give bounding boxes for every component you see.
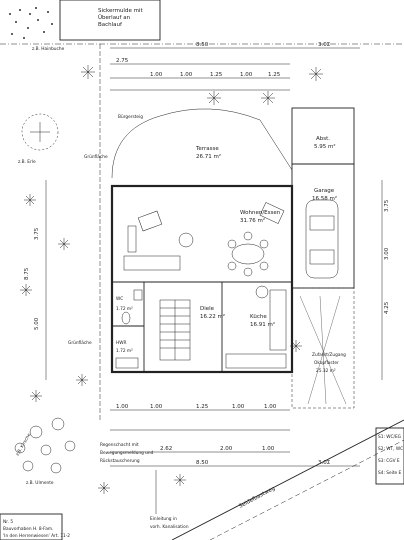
svg-text:2.62: 2.62 bbox=[160, 446, 172, 452]
terrasse-name: Terrasse bbox=[195, 146, 219, 152]
wc-name: WC bbox=[116, 296, 123, 302]
regen-line-2: Bewegungsmeldung und bbox=[100, 450, 154, 456]
grunflaeche-2: Grünfläche bbox=[68, 340, 92, 346]
legend-items: S1: WC/EG S2: WT, WC S3: CGV E S4: Seite… bbox=[378, 434, 403, 476]
zufahrt-label: Zufahrt/Zugang bbox=[312, 352, 346, 358]
svg-text:1.00: 1.00 bbox=[264, 404, 277, 410]
terrasse-area: 26.71 m² bbox=[196, 153, 221, 160]
living-furniture bbox=[123, 202, 285, 277]
svg-text:2.75: 2.75 bbox=[116, 58, 129, 64]
wc-area: 1.72 m² bbox=[116, 306, 133, 312]
svg-text:S3: CGV E: S3: CGV E bbox=[378, 458, 400, 464]
einleitung-1: Einleitung in bbox=[150, 516, 177, 522]
dim-top-right: 3.0Σ bbox=[318, 42, 331, 48]
svg-text:S1: WC/EG: S1: WC/EG bbox=[378, 434, 401, 440]
abst-name: Abst. bbox=[316, 136, 330, 142]
kueche-area: 16.91 m² bbox=[250, 321, 275, 328]
einleitung-2: vorh. Kanalisation bbox=[150, 524, 189, 530]
tree-label-ulmente: z.B. Ulmente bbox=[26, 480, 54, 486]
svg-text:1.00: 1.00 bbox=[150, 72, 163, 78]
dim-top-total: 8.50 bbox=[196, 42, 209, 48]
svg-text:1.00: 1.00 bbox=[150, 404, 163, 410]
dim-left-3: 5.00 bbox=[34, 317, 40, 330]
note-line-1: Sickermulde mit bbox=[98, 8, 143, 14]
svg-text:1.00: 1.00 bbox=[116, 404, 129, 410]
svg-text:1.25: 1.25 bbox=[210, 72, 223, 78]
tree-label-kirsche: z.B. Kirsche bbox=[15, 432, 33, 457]
svg-text:S4: Seite E: S4: Seite E bbox=[378, 470, 402, 476]
street-name: Seidelbastweg bbox=[238, 486, 276, 510]
hwr-name: HWR bbox=[116, 340, 126, 346]
dim-left-1: 8.75 bbox=[24, 267, 30, 280]
dim-bottom-total: 8.50 bbox=[196, 460, 209, 466]
dim-bottom-row-2: 2.62 2.00 1.00 bbox=[160, 446, 275, 452]
bau-line-1: Bauvorhaben H. 8-Fam. bbox=[3, 526, 53, 532]
zufahrt-area: 25.32 m² bbox=[316, 368, 336, 374]
svg-text:1.00: 1.00 bbox=[180, 72, 193, 78]
car-icon bbox=[305, 199, 339, 279]
dim-bottom-row-1: 1.00 1.00 1.25 1.00 1.00 bbox=[116, 404, 277, 410]
svg-text:1.00: 1.00 bbox=[232, 404, 245, 410]
svg-text:2.00: 2.00 bbox=[220, 446, 233, 452]
regen-line-3: Rückstauscherung bbox=[100, 458, 140, 464]
buergersteig-label: Bürgersteig bbox=[118, 114, 143, 120]
garage-name: Garage bbox=[314, 188, 335, 194]
wc-fixtures bbox=[115, 289, 143, 369]
dim-row-2: 2.75 1.00 1.00 1.25 1.00 1.25 bbox=[116, 58, 281, 78]
svg-text:1.25: 1.25 bbox=[268, 72, 281, 78]
sickermulde-box bbox=[59, 0, 161, 41]
kueche-name: Küche bbox=[250, 314, 267, 320]
grunflaeche-1: Grünfläche bbox=[84, 154, 108, 160]
street-edge bbox=[171, 419, 404, 540]
regen-line-1: Regenschacht mit bbox=[100, 442, 139, 448]
corner-num: Nr. 5 bbox=[3, 519, 13, 525]
garage-box bbox=[291, 163, 355, 289]
kitchen-counter bbox=[225, 285, 287, 369]
tree-label-hainbuche: z.B. Hainbuche bbox=[32, 46, 65, 52]
note-line-3: Bachlauf bbox=[98, 22, 123, 28]
bau-line-2: 'In den Herrenwiesen' Art. 11-2 bbox=[3, 533, 70, 539]
diele-name: Diele bbox=[200, 306, 215, 312]
tree-erle bbox=[21, 113, 59, 151]
zufahrt-sub: Okopflaster bbox=[314, 360, 339, 366]
svg-text:1.00: 1.00 bbox=[262, 446, 275, 452]
shrub-cluster-bottom bbox=[14, 417, 76, 474]
wohnen-name: Wohnen/Essen bbox=[240, 210, 281, 216]
tree-symbols bbox=[20, 65, 323, 494]
garden-arc bbox=[111, 108, 293, 179]
dim-right-3: 4.25 bbox=[384, 301, 390, 314]
note-line-2: Überlauf an bbox=[98, 14, 131, 21]
svg-text:1.25: 1.25 bbox=[196, 404, 209, 410]
hwr-area: 1.72 m² bbox=[116, 348, 133, 354]
title-box bbox=[0, 513, 63, 540]
svg-text:1.00: 1.00 bbox=[240, 72, 253, 78]
abst-area: 5.95 m² bbox=[314, 143, 336, 150]
driveway-hatch bbox=[291, 287, 355, 409]
dim-right-1: 3.75 bbox=[384, 199, 390, 212]
dim-left-2: 3.75 bbox=[34, 227, 40, 240]
legend-box bbox=[375, 427, 404, 485]
diele-area: 16.22 m² bbox=[200, 313, 225, 320]
shrub-cluster-top bbox=[9, 7, 53, 39]
wohnen-area: 31.76 m² bbox=[240, 217, 265, 224]
garage-area: 16.58 m² bbox=[312, 195, 337, 202]
svg-text:S2: WT, WC: S2: WT, WC bbox=[378, 446, 403, 452]
dim-right-2: 3.00 bbox=[384, 247, 390, 260]
tree-label-erle: z.B. Erle bbox=[18, 159, 36, 165]
dim-bottom-right: 3.0Σ bbox=[318, 460, 331, 466]
